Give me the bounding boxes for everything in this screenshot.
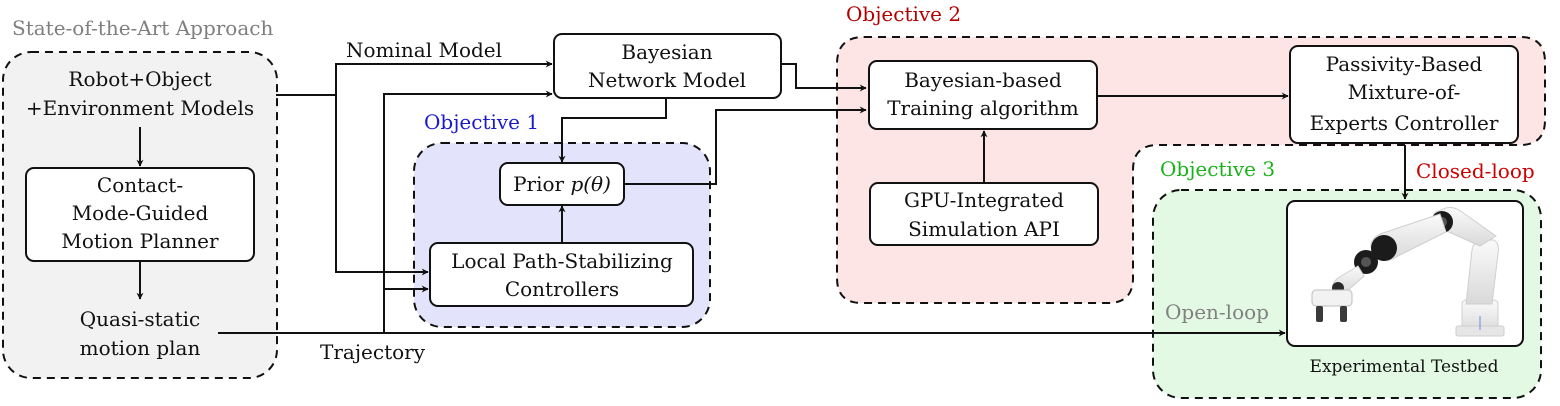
- passivity-moe-block: Passivity-Based Mixture-of- Experts Cont…: [1289, 45, 1519, 144]
- bnm-line-2: Network Model: [588, 68, 746, 92]
- objective-1-title: Objective 1: [424, 110, 539, 134]
- soa-region-title: State-of-the-Art Approach: [12, 16, 273, 40]
- bnm-line-1: Bayesian: [621, 40, 712, 64]
- edge-bnm-to-training: [781, 63, 867, 92]
- objective-2-title: Objective 2: [846, 2, 961, 26]
- plan-line-1: Quasi-static: [80, 307, 200, 331]
- models-block: Robot+Object +Environment Models: [26, 67, 254, 120]
- motion-plan-block: Quasi-static motion plan: [80, 307, 201, 360]
- edge-nominal-to-lpsc: [335, 95, 429, 276]
- pbmoe-line-3: Experts Controller: [1310, 111, 1499, 135]
- prior-block: Prior p(θ): [499, 162, 625, 206]
- trajectory-label: Trajectory: [320, 340, 426, 364]
- bayesian-training-block: Bayesian-based Training algorithm: [868, 60, 1098, 130]
- local-path-stabilizing-block: Local Path-Stabilizing Controllers: [429, 242, 694, 307]
- prior-label: Prior p(θ): [513, 172, 611, 196]
- training-line-1: Bayesian-based: [904, 68, 1062, 92]
- nominal-model-label: Nominal Model: [346, 38, 502, 62]
- edge-bnm-to-prior: [558, 98, 667, 163]
- gpu-line-1: GPU-Integrated: [904, 188, 1064, 212]
- edge-prior-to-training: [624, 106, 867, 185]
- lpsc-line-1: Local Path-Stabilizing: [451, 249, 673, 273]
- edge-trajectory-to-bnm: [383, 90, 553, 333]
- edge-nominal-to-bnm: [335, 60, 553, 95]
- experimental-testbed-block: Experimental Testbed: [1286, 200, 1524, 377]
- plan-line-2: motion plan: [80, 336, 201, 360]
- planner-line-1: Contact-: [97, 173, 183, 197]
- bayesian-network-model-block: Bayesian Network Model: [553, 33, 782, 99]
- robot-arm-icon: [1311, 207, 1505, 337]
- motion-planner-block: Contact- Mode-Guided Motion Planner: [25, 167, 255, 262]
- planner-line-2: Mode-Guided: [72, 201, 209, 225]
- pbmoe-line-1: Passivity-Based: [1326, 52, 1483, 76]
- open-loop-label: Open-loop: [1165, 300, 1269, 324]
- testbed-caption: Experimental Testbed: [1310, 357, 1499, 377]
- pbmoe-line-2: Mixture-of-: [1348, 80, 1461, 104]
- lpsc-line-2: Controllers: [505, 277, 619, 301]
- models-line-1: Robot+Object: [68, 67, 211, 91]
- gpu-simulation-block: GPU-Integrated Simulation API: [869, 182, 1099, 246]
- training-line-2: Training algorithm: [887, 96, 1079, 120]
- closed-loop-label: Closed-loop: [1416, 159, 1535, 183]
- gpu-line-2: Simulation API: [908, 217, 1060, 241]
- planner-line-3: Motion Planner: [61, 229, 219, 253]
- objective-3-title: Objective 3: [1160, 157, 1275, 181]
- models-line-2: +Environment Models: [26, 96, 254, 120]
